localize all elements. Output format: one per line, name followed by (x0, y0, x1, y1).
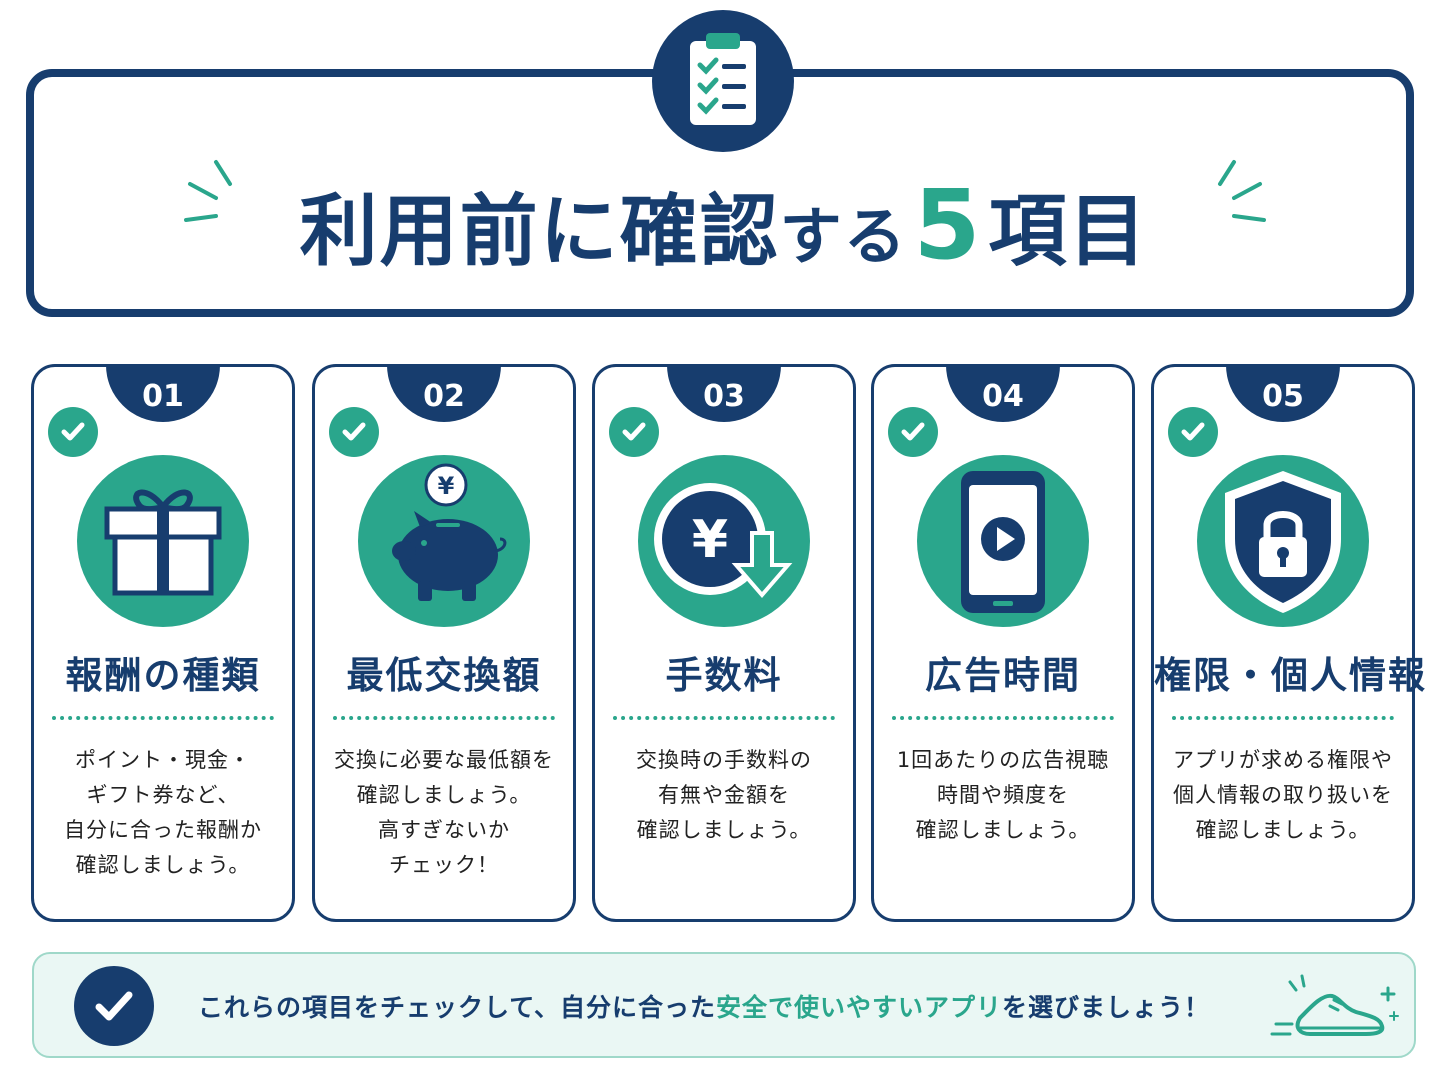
card-permissions-privacy: 05 権限・個人情報 アプリが求める権限や 個人情報の取り扱いを 確認しましょう… (1151, 364, 1427, 922)
clipboard-checklist-icon (690, 33, 756, 125)
smartphone-video-icon (961, 471, 1045, 613)
card-number: 02 (387, 364, 501, 422)
desc-line: 確認しましょう。 (636, 818, 812, 842)
gift-icon-circle (77, 455, 249, 627)
svg-text:¥: ¥ (438, 472, 455, 500)
footer-text-after: を選びましょう！ (1002, 993, 1211, 1022)
piggy-bank-icon-circle: ¥ (358, 455, 530, 627)
card-description: 1回あたりの広告視聴 時間や頻度を 確認しましょう。 (874, 743, 1132, 848)
desc-line: 交換に必要な最低額を (334, 748, 554, 772)
piggy-bank-icon: ¥ (392, 463, 507, 601)
card-description: アプリが求める権限や 個人情報の取り扱いを 確認しましょう。 (1154, 743, 1412, 848)
card-fees: 03 ¥ 手数料 交換時の手数料の 有無や金額を 確認しましょう。 (592, 364, 856, 922)
desc-line: 確認しましょう。 (915, 818, 1091, 842)
check-icon (1168, 407, 1218, 457)
footer-message: これらの項目をチェックして、自分に合った安全で使いやすいアプリを選びましょう！ (198, 988, 1210, 1024)
desc-line: アプリが求める権限や (1173, 748, 1393, 772)
desc-line: 確認しましょう。 (356, 783, 532, 807)
clipboard-badge (652, 10, 794, 152)
dotted-divider (613, 716, 835, 720)
svg-text:¥: ¥ (692, 510, 728, 570)
desc-line: チェック！ (389, 853, 499, 877)
card-title: 広告時間 (925, 654, 1081, 697)
check-icon (329, 407, 379, 457)
desc-line: 時間や頻度を (937, 783, 1069, 807)
card-title: 最低交換額 (346, 654, 542, 697)
title-number: 5 (913, 169, 983, 281)
check-icon (888, 407, 938, 457)
desc-line: 確認しましょう。 (1195, 818, 1371, 842)
desc-line: ギフト券など、 (86, 783, 240, 807)
desc-line: 高すぎないか (378, 818, 510, 842)
desc-line: 個人情報の取り扱いを (1173, 783, 1393, 807)
dotted-divider (892, 716, 1114, 720)
card-ad-time: 04 広告時間 1回あたりの広告視聴 時間や頻度を 確認しましょう。 (871, 364, 1135, 922)
card-number: 03 (667, 364, 781, 422)
check-icon (48, 407, 98, 457)
title-text-suru: する (779, 200, 908, 273)
card-title: 報酬の種類 (65, 654, 261, 697)
dotted-divider (1172, 716, 1394, 720)
right-burst-lines (1218, 160, 1266, 222)
card-minimum-exchange: 02 ¥ 最低交換額 交換に必要な最低額を 確認しましょう。 高すぎないか チェ… (312, 364, 576, 922)
footer-check-icon (74, 966, 154, 1046)
sneaker-icon (1270, 974, 1399, 1036)
shield-lock-icon (1225, 471, 1341, 613)
desc-line: ポイント・現金・ (75, 748, 251, 772)
page-title: 利用前に確認する5項目 (0, 175, 1448, 287)
desc-line: 自分に合った報酬か (64, 818, 262, 842)
desc-line: 1回あたりの広告視聴 (896, 748, 1110, 772)
desc-line: 確認しましょう。 (75, 853, 251, 877)
card-title: 手数料 (665, 654, 783, 697)
card-title: 権限・個人情報 (1154, 654, 1427, 697)
gift-icon (104, 489, 222, 596)
card-number: 04 (946, 364, 1060, 422)
title-text-items: 項目 (988, 187, 1149, 277)
check-icon (609, 407, 659, 457)
dotted-divider (333, 716, 555, 720)
yen-fee-icon-circle: ¥ (638, 455, 810, 627)
card-number: 05 (1226, 364, 1340, 422)
card-description: 交換に必要な最低額を 確認しましょう。 高すぎないか チェック！ (315, 743, 573, 883)
card-number: 01 (106, 364, 220, 422)
smartphone-icon-circle (917, 455, 1089, 627)
shield-icon-circle (1197, 455, 1369, 627)
left-burst-lines (184, 160, 232, 222)
card-description: ポイント・現金・ ギフト券など、 自分に合った報酬か 確認しましょう。 (34, 743, 292, 883)
yen-fee-icon: ¥ (654, 483, 793, 599)
footer-banner: これらの項目をチェックして、自分に合った安全で使いやすいアプリを選びましょう！ (32, 952, 1416, 1058)
title-text-main: 利用前に確認 (299, 187, 780, 277)
desc-line: 有無や金額を (658, 783, 790, 807)
desc-line: 交換時の手数料の (636, 748, 812, 772)
card-description: 交換時の手数料の 有無や金額を 確認しましょう。 (595, 743, 853, 848)
footer-text-before: これらの項目をチェックして、自分に合った (198, 993, 717, 1022)
dotted-divider (52, 716, 274, 720)
card-reward-type: 01 報酬の種類 ポイント・現金・ ギフト券など、 自分に合った報酬か 確認しま… (31, 364, 295, 922)
footer-text-highlight: 安全で使いやすいアプリ (716, 993, 1003, 1022)
